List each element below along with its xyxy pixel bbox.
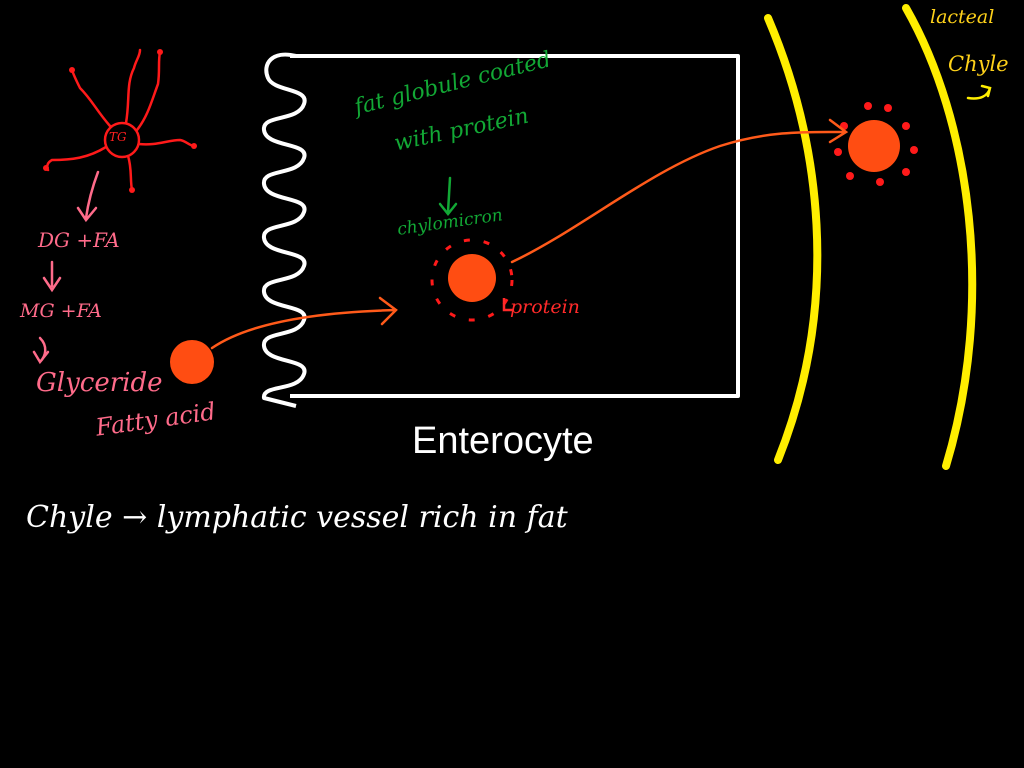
protein-pointer: [502, 298, 514, 312]
enterocyte-label: Enterocyte: [412, 420, 594, 462]
lacteal-label: lacteal: [930, 6, 995, 28]
fat-globule-outside: [170, 340, 214, 384]
micelle-tail: [126, 154, 134, 192]
micelle-tail: [45, 145, 108, 172]
micelle-tail: [137, 138, 196, 148]
protein-coat: [430, 238, 514, 322]
lacteal-walls: [764, 4, 977, 470]
chyle-label: Chyle: [948, 52, 1009, 76]
tg-circle: [103, 121, 141, 159]
lacteal-wall-left: [764, 14, 822, 464]
micelle-tail: [70, 68, 112, 128]
dg-fa-label: DG +FA: [38, 228, 120, 252]
arrow-into-lacteal: [510, 118, 849, 264]
protein-coat-dots: [834, 102, 918, 186]
protein-label: protein: [510, 296, 580, 318]
green-arrow: [438, 176, 458, 217]
chylomicron-in-lacteal: [848, 120, 900, 172]
chyle-pointer: [966, 84, 992, 100]
micelle-tail: [124, 48, 142, 125]
arrow-into-cell: [210, 296, 398, 350]
chyle-definition-note: Chyle → lymphatic vessel rich in fat: [26, 500, 568, 535]
chylomicron-globule: [448, 254, 496, 302]
cell-box: [290, 54, 740, 398]
enterocyte-cell: [262, 52, 740, 408]
micelle: [45, 48, 196, 192]
digestion-arrows: [32, 170, 100, 365]
micelle-heads: [43, 49, 197, 193]
micelle-tail: [135, 50, 162, 132]
mg-fa-label: MG +FA: [20, 300, 102, 322]
lacteal-wall-right: [902, 4, 977, 470]
transport-arrows: [210, 118, 849, 350]
tg-label: TG: [109, 130, 127, 144]
brush-border: [262, 52, 307, 408]
glyceride-label: Glyceride: [36, 368, 163, 398]
